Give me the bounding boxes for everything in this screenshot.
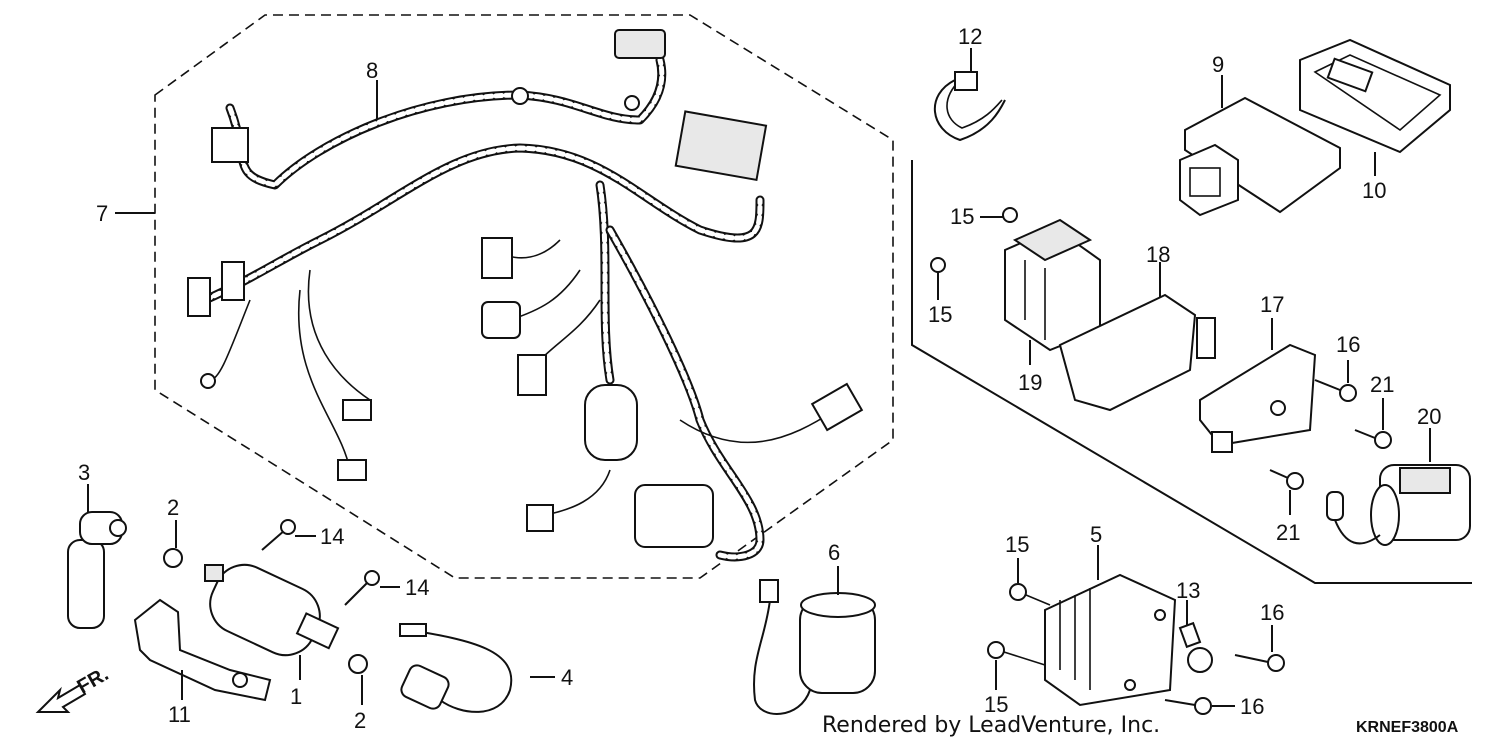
band-clamp[interactable]: [933, 71, 1006, 142]
part-label-7[interactable]: 7: [96, 201, 108, 226]
spark-plug-cap[interactable]: [67, 511, 127, 629]
part-label-6[interactable]: 6: [828, 540, 840, 565]
flange-bolt-16-lower[interactable]: [1164, 697, 1212, 715]
flange-bolt-16-upper[interactable]: [1314, 379, 1357, 402]
ignition-coil[interactable]: [200, 555, 340, 665]
part-label-2-b[interactable]: 2: [354, 708, 366, 733]
front-direction-indicator: FR.: [35, 663, 112, 713]
ground-terminal[interactable]: [1178, 621, 1213, 673]
ignition-coil-stay[interactable]: [133, 598, 272, 702]
part-label-14-b[interactable]: 14: [405, 575, 429, 600]
high-tension-cord[interactable]: [399, 623, 513, 713]
flange-nut-15-lower[interactable]: [987, 641, 1005, 659]
bracket-group-boundary: [911, 160, 1472, 584]
part-label-1[interactable]: 1: [290, 684, 302, 709]
part-label-11[interactable]: 11: [168, 702, 191, 727]
part-label-2-a[interactable]: 2: [167, 495, 179, 520]
diagram-code: KRNEF3800A: [1356, 719, 1459, 736]
main-wire-harness[interactable]: [187, 110, 864, 562]
flange-bolt-21-upper[interactable]: [1354, 429, 1392, 449]
flange-bolt-16-middle[interactable]: [1234, 654, 1285, 672]
part-label-15-b[interactable]: 15: [928, 302, 952, 327]
credit-text: Rendered by LeadVenture, Inc.: [822, 713, 1160, 738]
part-label-14-a[interactable]: 14: [320, 524, 344, 549]
part-label-12[interactable]: 12: [958, 24, 982, 49]
part-label-15-a[interactable]: 15: [950, 204, 974, 229]
condenser[interactable]: [753, 579, 876, 715]
flange-nut-15-upper[interactable]: [1009, 583, 1027, 601]
sub-harness[interactable]: [211, 29, 667, 190]
nut-2-lower[interactable]: [348, 654, 368, 674]
part-label-21-b[interactable]: 21: [1276, 520, 1300, 545]
part-label-16-a[interactable]: 16: [1336, 332, 1360, 357]
harness-group-boundary: [154, 14, 894, 579]
control-unit[interactable]: [1179, 96, 1341, 217]
part-label-18[interactable]: 18: [1146, 242, 1170, 267]
regulator-rectifier-lower[interactable]: [1044, 573, 1177, 707]
screw-14-upper[interactable]: [261, 519, 296, 551]
part-label-8[interactable]: 8: [366, 58, 378, 83]
part-label-15-c[interactable]: 15: [1005, 532, 1029, 557]
part-label-16-c[interactable]: 16: [1240, 694, 1264, 719]
part-label-15-d[interactable]: 15: [984, 692, 1008, 717]
part-label-9[interactable]: 9: [1212, 52, 1224, 77]
part-label-16-b[interactable]: 16: [1260, 600, 1284, 625]
part-label-17[interactable]: 17: [1260, 292, 1284, 317]
part-label-4[interactable]: 4: [561, 665, 573, 690]
relay-unit[interactable]: [1326, 464, 1471, 546]
unit-cover[interactable]: [1299, 38, 1451, 154]
part-label-13[interactable]: 13: [1176, 578, 1200, 603]
part-label-3[interactable]: 3: [78, 460, 90, 485]
nut-2-upper[interactable]: [163, 548, 183, 568]
screw-14-lower[interactable]: [344, 570, 380, 606]
regulator-stay[interactable]: [1058, 293, 1216, 412]
part-label-10[interactable]: 10: [1362, 178, 1386, 203]
flange-bolt-21-lower[interactable]: [1269, 469, 1304, 490]
mounting-bracket[interactable]: [1199, 343, 1317, 453]
part-label-20[interactable]: 20: [1417, 404, 1441, 429]
regulator-rectifier-upper[interactable]: [930, 207, 1101, 352]
part-label-21-a[interactable]: 21: [1370, 372, 1394, 397]
part-label-5[interactable]: 5: [1090, 522, 1102, 547]
part-label-19[interactable]: 19: [1018, 370, 1042, 395]
